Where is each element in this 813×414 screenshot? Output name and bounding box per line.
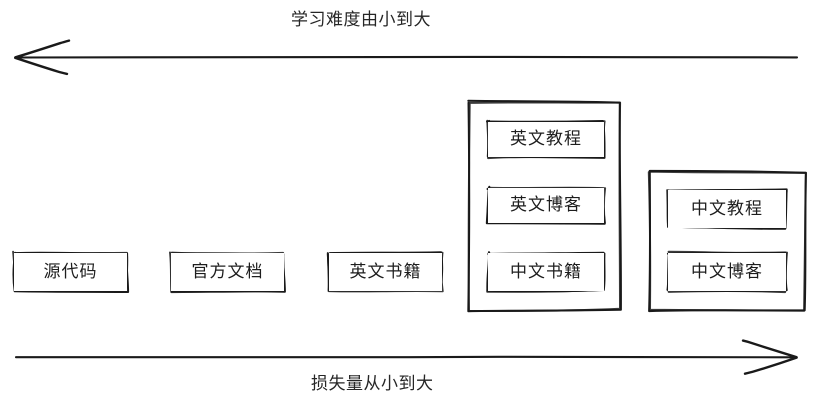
node-chinese-books[interactable]: 中文书籍 (488, 253, 604, 291)
node-chinese-tutorial[interactable]: 中文教程 (668, 190, 786, 228)
node-official-docs[interactable]: 官方文档 (171, 253, 284, 291)
node-source-code-label: 源代码 (43, 261, 98, 282)
node-source-code[interactable]: 源代码 (14, 253, 127, 291)
node-english-books-label: 英文书籍 (349, 261, 422, 282)
node-official-docs-label: 官方文档 (191, 261, 264, 282)
node-english-tutorial-label: 英文教程 (510, 129, 582, 149)
top-axis-label: 学习难度由小到大 (291, 10, 431, 30)
node-english-blog-label: 英文博客 (510, 195, 582, 215)
node-english-tutorial[interactable]: 英文教程 (488, 122, 604, 157)
bottom-axis-label: 损失量从小到大 (311, 374, 434, 394)
node-chinese-blog[interactable]: 中文博客 (668, 253, 786, 291)
arrow-right-icon (14, 339, 798, 375)
arrow-left-icon (14, 39, 799, 76)
node-chinese-blog-label: 中文博客 (691, 261, 763, 282)
node-english-blog[interactable]: 英文博客 (488, 188, 604, 223)
node-english-books[interactable]: 英文书籍 (329, 253, 442, 291)
node-chinese-tutorial-label: 中文教程 (691, 198, 763, 219)
node-chinese-books-label: 中文书籍 (510, 261, 582, 282)
axes-layer (14, 39, 799, 375)
